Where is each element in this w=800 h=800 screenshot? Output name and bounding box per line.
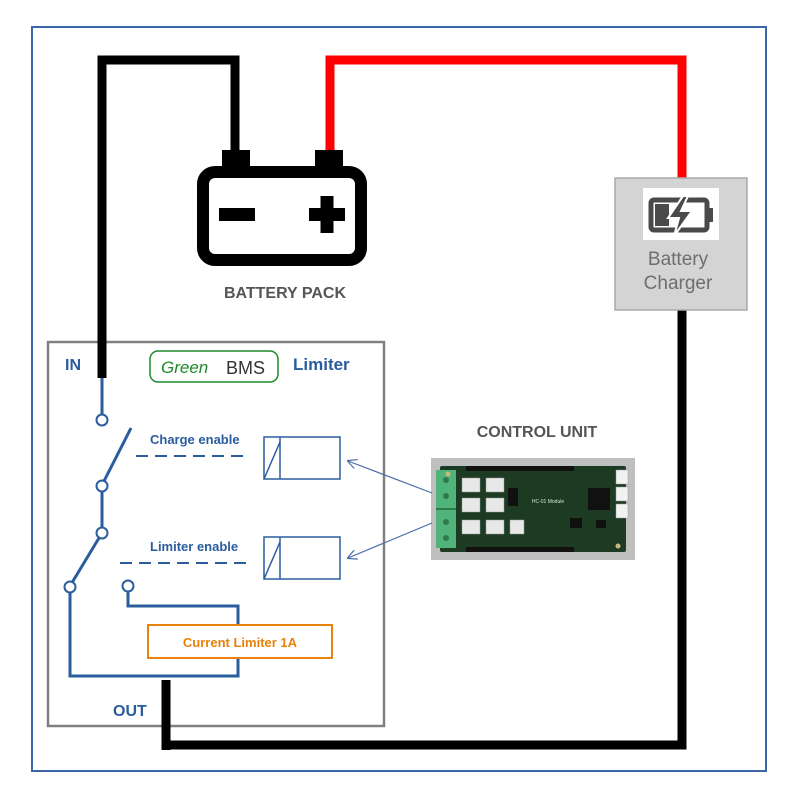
charge-enable-label: Charge enable bbox=[150, 432, 240, 447]
relay-chip bbox=[509, 519, 525, 535]
connector bbox=[615, 469, 629, 485]
relay-chip bbox=[485, 477, 505, 493]
relay-chip bbox=[485, 519, 505, 535]
logo-frame bbox=[149, 350, 279, 383]
limiter-title: Limiter bbox=[293, 355, 350, 374]
board-module-text: HC-01 Module bbox=[532, 499, 564, 505]
limiter-switch-arm bbox=[68, 532, 104, 587]
ic-chip bbox=[508, 488, 518, 506]
battery-pack: BATTERY PACK bbox=[197, 150, 367, 302]
negative-wire-in bbox=[97, 55, 240, 378]
limiter-enable-label: Limiter enable bbox=[150, 539, 238, 554]
charge-control-arrow bbox=[348, 461, 433, 494]
charger-label-line1: Battery bbox=[648, 249, 709, 270]
pin-header bbox=[466, 547, 574, 552]
ic-chip bbox=[596, 520, 606, 528]
current-limiter-box bbox=[147, 624, 333, 659]
battery-negative-terminal bbox=[222, 150, 250, 168]
relay-chip bbox=[485, 497, 505, 513]
pin-header bbox=[466, 466, 574, 471]
outer-frame bbox=[31, 26, 767, 772]
logo-green-text: Green bbox=[161, 358, 208, 377]
terminal-contact bbox=[95, 479, 109, 493]
terminal-contact bbox=[63, 580, 77, 594]
positive-wire bbox=[325, 55, 687, 178]
battery-charging-icon bbox=[648, 195, 713, 237]
terminal-contact bbox=[95, 526, 109, 540]
plus-icon bbox=[309, 196, 345, 233]
minus-icon bbox=[219, 208, 255, 221]
control-unit-board: HC-01 Module bbox=[431, 458, 635, 560]
battery-positive-terminal bbox=[315, 150, 343, 168]
limiter-control-arrow bbox=[348, 522, 433, 558]
current-limiter-label: Current Limiter 1A bbox=[183, 635, 298, 650]
in-label: IN bbox=[65, 357, 81, 374]
battery-body bbox=[197, 166, 367, 266]
limiter-relay-coil bbox=[263, 536, 341, 580]
terminal-contact bbox=[121, 579, 135, 593]
battery-charger: Battery Charger bbox=[614, 177, 748, 311]
charger-label-line2: Charger bbox=[644, 273, 713, 294]
logo-bms-text: BMS bbox=[226, 358, 265, 378]
charger-box bbox=[614, 177, 748, 311]
switch-circuit bbox=[63, 378, 240, 678]
control-unit-label: CONTROL UNIT bbox=[477, 424, 598, 441]
charge-relay-coil bbox=[263, 436, 341, 480]
charge-switch-arm bbox=[100, 427, 133, 486]
green-bms-logo: Green BMS bbox=[149, 350, 279, 383]
relay-chip bbox=[461, 477, 481, 493]
ic-chip bbox=[570, 518, 582, 528]
connector bbox=[615, 503, 629, 519]
battery-pack-label: BATTERY PACK bbox=[224, 285, 347, 302]
relay-chip bbox=[461, 519, 481, 535]
ic-chip bbox=[588, 488, 610, 510]
connector bbox=[615, 486, 629, 502]
terminal-contact bbox=[95, 413, 109, 427]
relay-chip bbox=[461, 497, 481, 513]
out-label: OUT bbox=[113, 703, 147, 720]
